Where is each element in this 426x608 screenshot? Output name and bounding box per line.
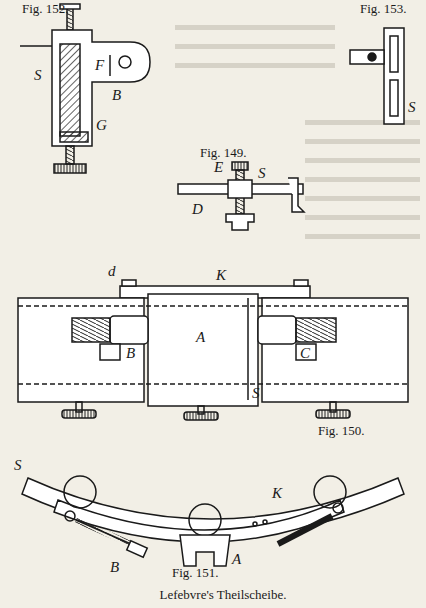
part-letter: D xyxy=(192,202,203,217)
figure-number: Fig. 150. xyxy=(318,424,365,437)
part-letter: S xyxy=(252,386,260,401)
part-letter: G xyxy=(96,118,107,133)
part-letter: B xyxy=(126,346,135,361)
part-letter: C xyxy=(300,346,310,361)
part-letter: E xyxy=(214,160,223,175)
part-letter: S xyxy=(34,68,42,83)
part-letter: S xyxy=(408,100,416,115)
part-letter: F xyxy=(95,58,104,73)
figure-number: Fig. 153. xyxy=(360,2,407,15)
part-letter: K xyxy=(216,268,226,283)
part-letter: B xyxy=(110,560,119,575)
figure-number: Fig. 151. xyxy=(172,566,219,579)
figure-number: Fig. 149. xyxy=(200,146,247,159)
part-letter: A xyxy=(196,330,205,345)
part-letter: A xyxy=(232,552,241,567)
part-letter: d xyxy=(108,264,116,279)
part-letter: S xyxy=(14,458,22,473)
figure-caption: Lefebvre's Theilscheibe. xyxy=(160,588,287,601)
part-letter: S xyxy=(258,166,266,181)
part-letter: K xyxy=(272,486,282,501)
figure-number: Fig. 152. xyxy=(22,2,69,15)
part-letter: B xyxy=(112,88,121,103)
